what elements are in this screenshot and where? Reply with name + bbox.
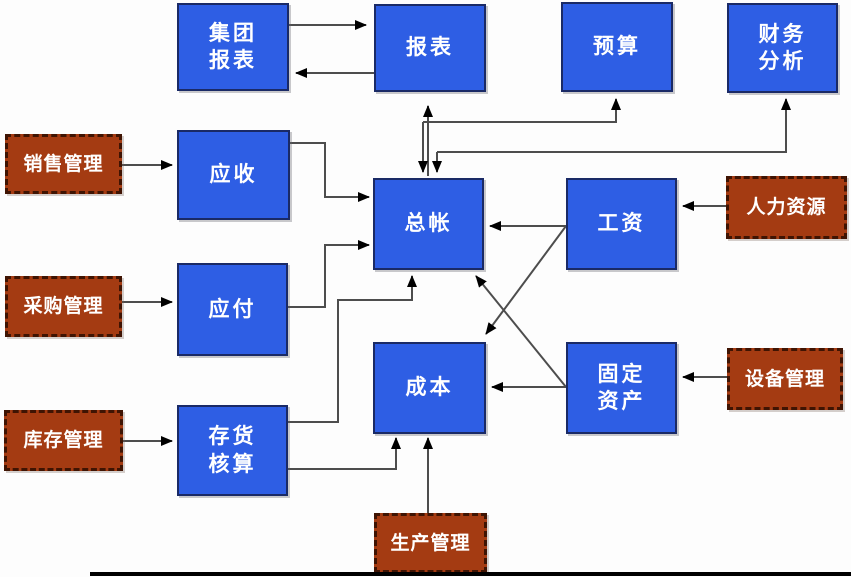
node-budget: 预算 — [561, 2, 673, 92]
node-general-ledger: 总帐 — [373, 178, 484, 270]
node-purchasing-management-label: 采购管理 — [23, 295, 104, 318]
node-equipment-management: 设备管理 — [727, 348, 843, 410]
node-equipment-management-label: 设备管理 — [744, 367, 825, 390]
node-fixed-assets-label: 固定 资产 — [597, 361, 646, 413]
node-receivables: 应收 — [177, 130, 290, 220]
node-inventory-management: 库存管理 — [4, 410, 123, 471]
node-human-resources-label: 人力资源 — [746, 196, 827, 219]
edge-ledger-to-financial-analysis — [437, 98, 791, 153]
node-group-reports: 集团 报表 — [177, 3, 289, 91]
edge-inventory-accounting-to-cost — [288, 437, 401, 470]
node-reports-label: 报表 — [406, 35, 454, 60]
node-reports: 报表 — [374, 4, 486, 92]
node-cost-label: 成本 — [405, 375, 454, 400]
edge-payroll-to-cost — [485, 225, 567, 335]
node-production-management: 生产管理 — [374, 513, 487, 573]
node-sales-management: 销售管理 — [5, 134, 122, 194]
node-production-management-label: 生产管理 — [390, 531, 471, 554]
node-payables-label: 应付 — [208, 296, 257, 321]
node-receivables-label: 应收 — [209, 162, 258, 187]
edge-fixed-assets-to-ledger — [475, 275, 567, 388]
node-financial-analysis: 财务 分析 — [727, 3, 838, 93]
node-cost: 成本 — [373, 342, 486, 434]
node-payroll: 工资 — [566, 178, 677, 270]
node-inventory-management-label: 库存管理 — [23, 429, 104, 452]
edge-receivables-to-ledger — [290, 142, 370, 202]
node-fixed-assets: 固定 资产 — [566, 342, 677, 434]
node-payroll-label: 工资 — [597, 211, 646, 236]
node-inventory-accounting: 存货 核算 — [177, 405, 288, 496]
node-payables: 应付 — [177, 263, 288, 356]
node-inventory-accounting-label: 存货 核算 — [208, 424, 257, 476]
bottom-rule — [90, 572, 851, 576]
edge-payables-to-ledger — [288, 240, 370, 308]
node-financial-analysis-label: 财务 分析 — [758, 21, 807, 73]
node-group-reports-label: 集团 报表 — [209, 20, 257, 72]
node-human-resources: 人力资源 — [726, 176, 847, 239]
node-general-ledger-label: 总帐 — [404, 211, 453, 236]
edge-ledger-to-budget — [423, 98, 621, 123]
node-sales-management-label: 销售管理 — [23, 152, 104, 175]
node-purchasing-management: 采购管理 — [5, 276, 122, 337]
node-budget-label: 预算 — [593, 34, 641, 59]
